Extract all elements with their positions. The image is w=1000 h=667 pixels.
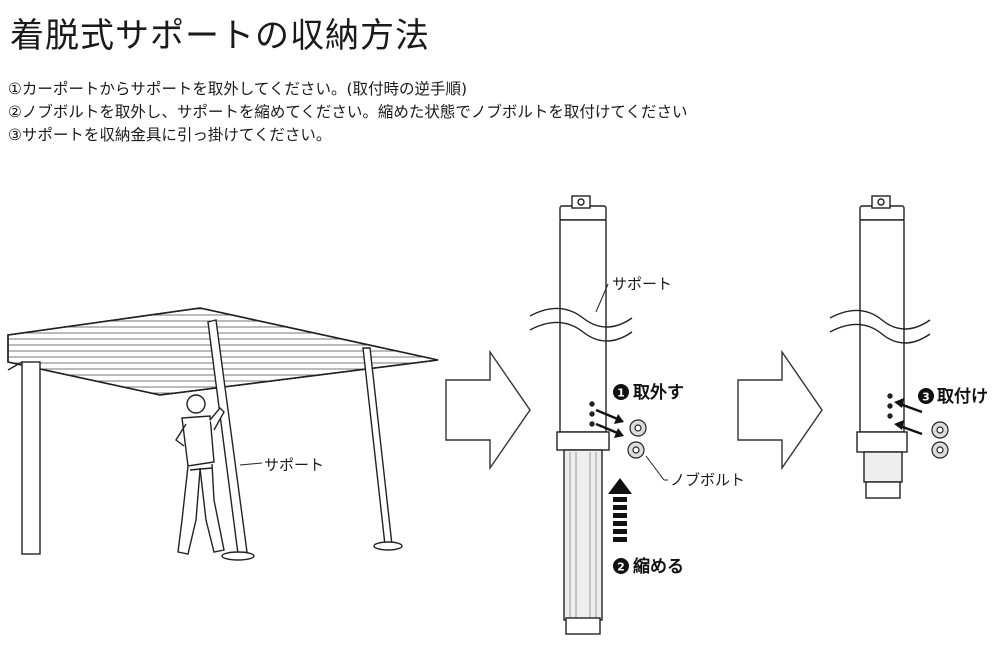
remove-arrows <box>595 408 624 438</box>
support-pole-right <box>362 347 393 546</box>
badge-remove <box>613 384 629 400</box>
remove-label: 取外す <box>633 382 684 403</box>
flow-arrow-1 <box>445 349 531 471</box>
instruction-list: ①カーポートからサポートを取外してください。(取付時の逆手順) ②ノブボルトを取… <box>8 78 687 147</box>
badge-attach-number: 3 <box>922 391 930 404</box>
step-1: ①カーポートからサポートを取外してください。(取付時の逆手順) <box>8 80 468 98</box>
badge-retract-number: 2 <box>617 561 625 574</box>
attach-label: 取付け <box>937 386 988 407</box>
flow-arrow-2 <box>737 349 823 471</box>
attach-arrows <box>894 398 923 436</box>
knob-bolt-label: ノブボルト <box>670 471 745 489</box>
page-title: 着脱式サポートの収納方法 <box>10 16 430 56</box>
step-3: ③サポートを収納金具に引っ掛けてください。 <box>8 126 332 144</box>
person-figure <box>175 394 225 555</box>
knob-bolt-icon-right <box>931 421 949 459</box>
badge-retract <box>613 558 629 574</box>
step-2: ②ノブボルトを取外し、サポートを縮めてください。縮めた状態でノブボルトを取付けて… <box>8 103 688 121</box>
retract-label: 縮める <box>633 556 684 577</box>
retract-arrow <box>608 478 632 542</box>
carport-post <box>21 361 41 555</box>
support-column-middle <box>529 195 633 635</box>
badge-attach <box>918 388 934 404</box>
carport-illustration <box>7 307 439 561</box>
knob-bolt-icon <box>627 419 647 459</box>
badge-remove-number: 1 <box>617 387 625 400</box>
support-label-left: サポート <box>264 456 324 474</box>
support-column-right <box>829 195 931 499</box>
support-label-middle: サポート <box>612 275 672 293</box>
